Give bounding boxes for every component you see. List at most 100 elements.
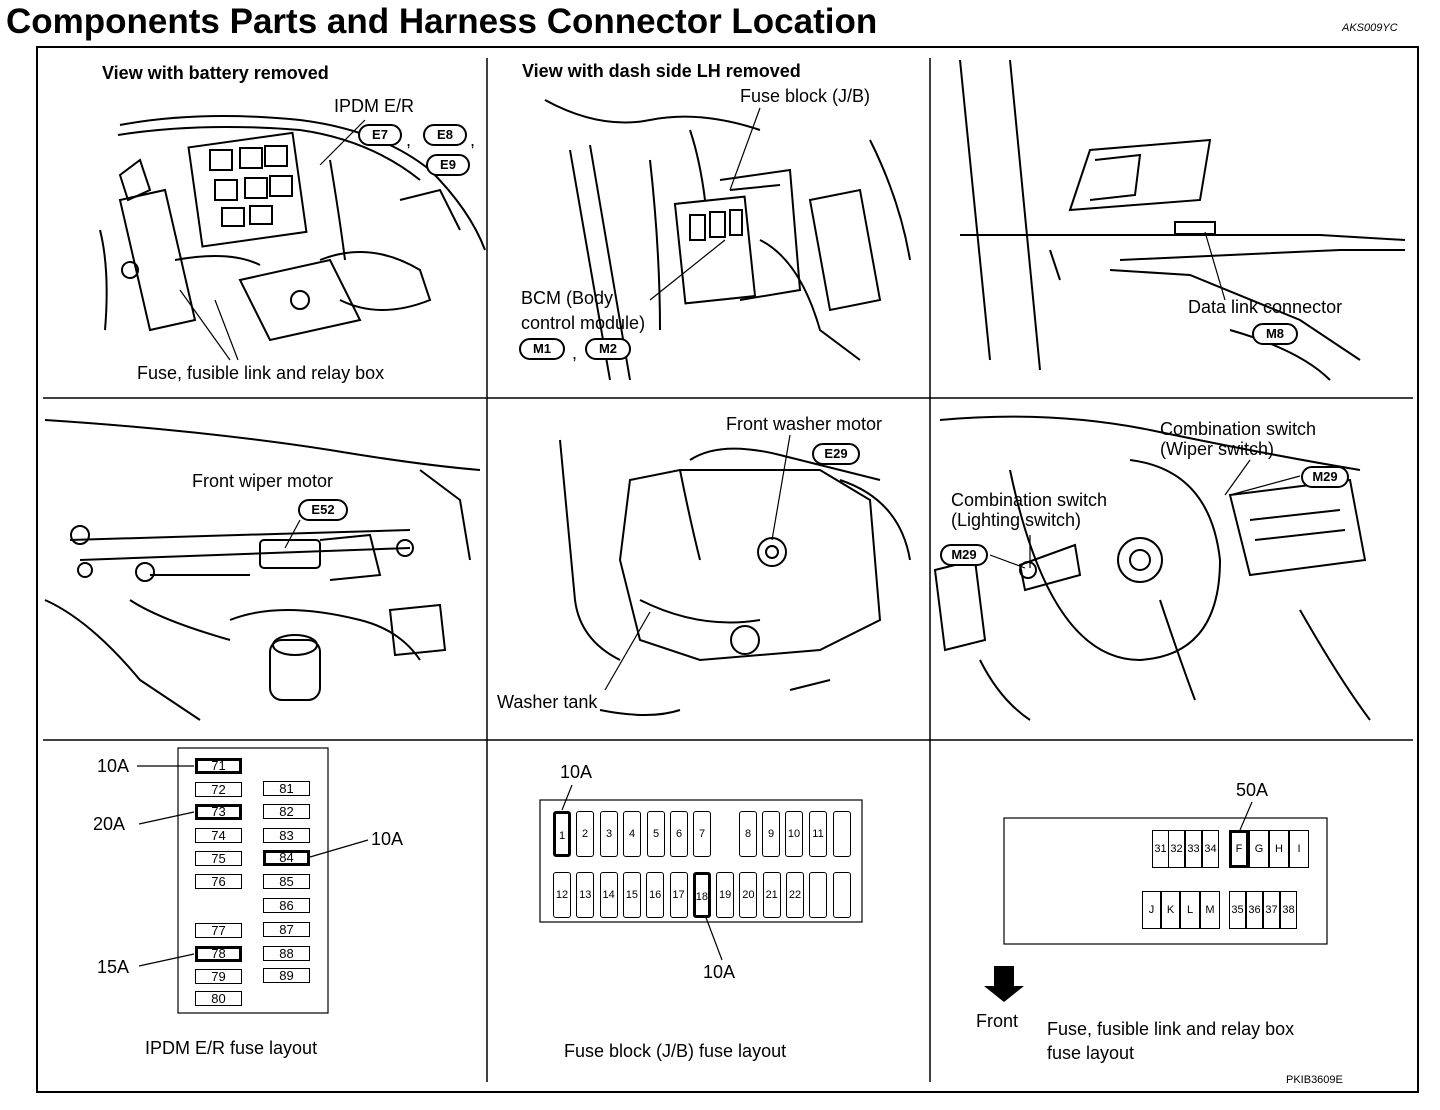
document-code: AKS009YC [1342,22,1398,34]
jb-fuse-22: 22 [786,872,804,918]
connector-e29: E29 [812,443,860,465]
lighting-switch-label-line1: Combination switch [951,490,1108,510]
figure-code: PKIB3609E [1286,1074,1343,1086]
connector-m29-lighting: M29 [940,544,988,566]
fuse-78: 78 [195,946,242,962]
jb-fuse-17: 17 [669,872,688,918]
jb-fuse-layout-caption: Fuse block (J/B) fuse layout [564,1041,787,1061]
fuse-80: 80 [195,991,242,1006]
dlc-label: Data link connector [1188,297,1343,317]
relay-box-fuse-35: 35 [1229,891,1246,929]
connector-m2: M2 [585,338,631,360]
dlc-illustration [959,59,1406,381]
relay-box-fuse-33: 33 [1185,830,1202,868]
relay-box-fuse-38: 38 [1280,891,1297,929]
relay-box-fuse-J: J [1142,891,1161,929]
wiper-switch-label-line1: Combination switch [1160,419,1317,439]
relay-box-layout-caption-line1: Fuse, fusible link and relay box [1047,1019,1295,1039]
jb-fuse-14: 14 [599,872,618,918]
panel5-leaders [604,434,791,691]
relay-box-fuse-I: I [1289,830,1309,868]
ipdm-fuse-layout-caption: IPDM E/R fuse layout [145,1038,318,1058]
fuse-18-rating: 10A [703,962,736,982]
panel1-leaders [179,119,366,361]
jb-fuse-panel [539,784,863,961]
relay-box-panel [1003,801,1328,945]
fuse-72: 72 [195,782,242,797]
panel3-leaders [1204,231,1226,301]
ipdm-fuse-panel [137,747,369,1014]
jb-fuse-15: 15 [622,872,641,918]
separator: , [406,130,412,150]
relay-box-layout-caption-line2: fuse layout [1047,1043,1135,1063]
separator: , [572,343,578,363]
jb-fuse-5: 5 [647,811,665,857]
jb-fuse-19: 19 [716,872,735,918]
washer-motor-label: Front washer motor [726,414,883,434]
relay-box-fuse-31: 31 [1152,830,1169,868]
connector-m29-wiper: M29 [1301,466,1349,488]
jb-fuse-9: 9 [762,811,780,857]
relay-box-fuse-36: 36 [1246,891,1263,929]
separator: , [470,130,476,150]
relay-box-fuse-M: M [1200,891,1220,929]
connector-m8: M8 [1252,323,1298,345]
connector-e7: E7 [358,124,402,146]
relay-box-fuse-G: G [1249,830,1269,868]
washer-tank-illustration [559,439,911,716]
relay-box-fuse-F: F [1229,830,1249,868]
relay-box-fuse-K: K [1161,891,1180,929]
relay-box-label: Fuse, fusible link and relay box [137,363,385,383]
jb-fuse-18: 18 [692,872,711,918]
bcm-label-line2: control module) [521,313,646,333]
panel2-leaders [649,107,761,301]
fuse-88: 88 [263,946,310,961]
jb-fuse-empty [809,872,828,918]
fuse-71: 71 [195,758,242,774]
fuse-75: 75 [195,851,242,866]
fuse-74: 74 [195,828,242,843]
fuse-f-rating: 50A [1236,780,1269,800]
fuse-71-rating: 10A [97,756,130,776]
fuse-77: 77 [195,923,242,938]
diagram-frame [36,46,1419,1093]
relay-box-fuse-34: 34 [1202,830,1219,868]
wiper-motor-label: Front wiper motor [192,471,334,491]
jb-fuse-11: 11 [809,811,827,857]
fuse-78-rating: 15A [97,957,130,977]
jb-fuse-1: 1 [553,811,571,857]
fuse-85: 85 [263,874,310,889]
fuse-84: 84 [263,850,310,866]
fuse-83: 83 [263,828,310,843]
jb-fuse-20: 20 [739,872,758,918]
fuse-86: 86 [263,898,310,913]
jb-fuse-empty [833,811,851,857]
jb-fuse-13: 13 [576,872,595,918]
panel6-leaders [989,459,1301,569]
wiper-linkage-illustration [44,419,481,721]
relay-box-fuse-37: 37 [1263,891,1280,929]
connector-e9: E9 [426,154,470,176]
relay-box-fuse-H: H [1269,830,1289,868]
jb-fuse-21: 21 [762,872,781,918]
jb-fuse-16: 16 [646,872,665,918]
fuse-84-rating: 10A [371,829,404,849]
dash-side-illustration [544,99,911,381]
fuse-block-label: Fuse block (J/B) [740,86,871,106]
fuse-73-rating: 20A [93,814,126,834]
jb-fuse-6: 6 [670,811,688,857]
fuse-1-rating: 10A [560,762,593,782]
connector-m1: M1 [519,338,565,360]
jb-fuse-2: 2 [576,811,594,857]
fuse-79: 79 [195,969,242,984]
connector-e8: E8 [423,124,467,146]
ipdm-label: IPDM E/R [334,96,415,116]
front-label: Front [976,1011,1019,1031]
jb-fuse-10: 10 [785,811,803,857]
relay-box-fuse-32: 32 [1168,830,1185,868]
jb-fuse-empty [832,872,851,918]
fuse-76: 76 [195,874,242,889]
fuse-89: 89 [263,968,310,983]
washer-tank-label: Washer tank [497,692,598,712]
